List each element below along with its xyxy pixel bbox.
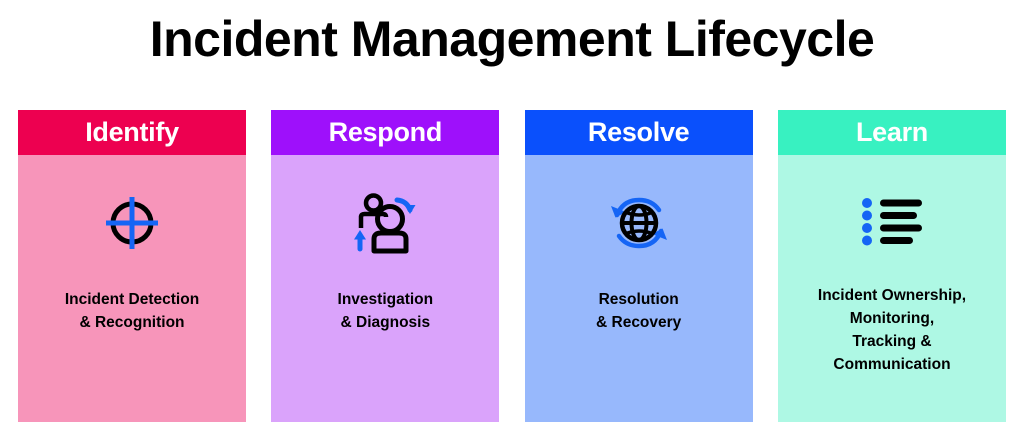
stage-header-respond: Respond	[271, 110, 500, 155]
stage-body-identify: Incident Detection & Recognition	[18, 155, 246, 422]
stage-header-learn: Learn	[777, 110, 1006, 155]
lifecycle-stage-cards: Identify Incident Detection & Recognitio…	[18, 110, 1006, 422]
page-title: Incident Management Lifecycle	[149, 11, 875, 67]
stage-caption-learn: Incident Ownership, Monitoring, Tracking…	[817, 287, 967, 373]
stage-header-identify: Identify	[18, 110, 246, 155]
stage-card-learn[interactable]: Learn Incident Ownership, Monitoring, Tr…	[777, 110, 1006, 422]
crosshair-target-icon	[96, 192, 168, 254]
stage-card-respond[interactable]: Respond	[271, 110, 500, 422]
stage-caption-identify: Incident Detection & Recognition	[64, 291, 200, 331]
stage-card-resolve[interactable]: Resolve	[524, 110, 753, 422]
globe-refresh-icon	[603, 192, 675, 254]
stage-header-resolve: Resolve	[524, 110, 753, 155]
stage-body-resolve: Resolution & Recovery	[524, 155, 753, 422]
stage-card-identify[interactable]: Identify Incident Detection & Recognitio…	[18, 110, 246, 422]
bullet-list-icon	[856, 192, 928, 254]
stage-caption-respond: Investigation & Diagnosis	[337, 291, 434, 331]
stage-caption-resolve: Resolution & Recovery	[596, 291, 682, 331]
stage-body-learn: Incident Ownership, Monitoring, Tracking…	[777, 155, 1006, 422]
people-handoff-icon	[349, 192, 421, 254]
stage-body-respond: Investigation & Diagnosis	[271, 155, 500, 422]
